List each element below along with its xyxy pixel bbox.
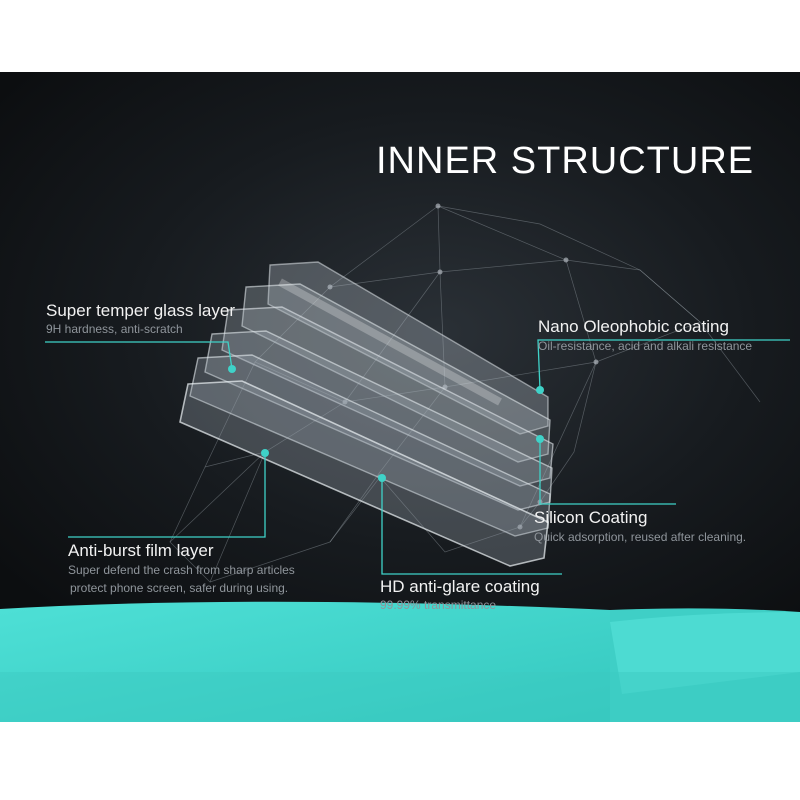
hd-heading: HD anti-glare coating: [380, 577, 540, 596]
super-temper-heading: Super temper glass layer: [46, 301, 235, 320]
callout-nano: [537, 339, 790, 391]
constellation-lines: [169, 205, 761, 583]
anti-burst-description-line2: protect phone screen, safer during using…: [70, 581, 289, 595]
callout-lines: [45, 339, 790, 575]
anti-burst-description-line1: Super defend the crash from sharp articl…: [68, 563, 295, 577]
hd-description: 99.99% transmittance: [380, 598, 497, 612]
layer-diagram: [0, 203, 800, 722]
callout-hd: [381, 478, 562, 575]
glass-layer-2: [241, 283, 551, 463]
glass-layer-6: [179, 380, 549, 567]
callout-dots: [228, 365, 544, 482]
nano-description: Oil-resistance, acid and alkali resistan…: [538, 339, 753, 353]
anti-burst-heading: Anti-burst film layer: [68, 541, 214, 560]
page-title: INNER STRUCTURE: [376, 140, 755, 182]
silicon-description: Quick adsorption, reused after cleaning.: [534, 530, 747, 544]
glass-layer-3: [221, 306, 554, 487]
super-temper-description: 9H hardness, anti-scratch: [46, 322, 183, 336]
glass-highlight: [278, 278, 502, 406]
glass-layers: [179, 261, 554, 567]
callout-anti-burst: [68, 453, 266, 538]
silicon-heading: Silicon Coating: [534, 508, 648, 527]
teal-floor: [0, 601, 800, 722]
callout-silicon: [539, 439, 676, 505]
callout-super-temper: [45, 341, 233, 370]
nano-heading: Nano Oleophobic coating: [538, 317, 729, 336]
product-banner: INNER STRUCTURE Super temper glass layer…: [0, 72, 800, 722]
